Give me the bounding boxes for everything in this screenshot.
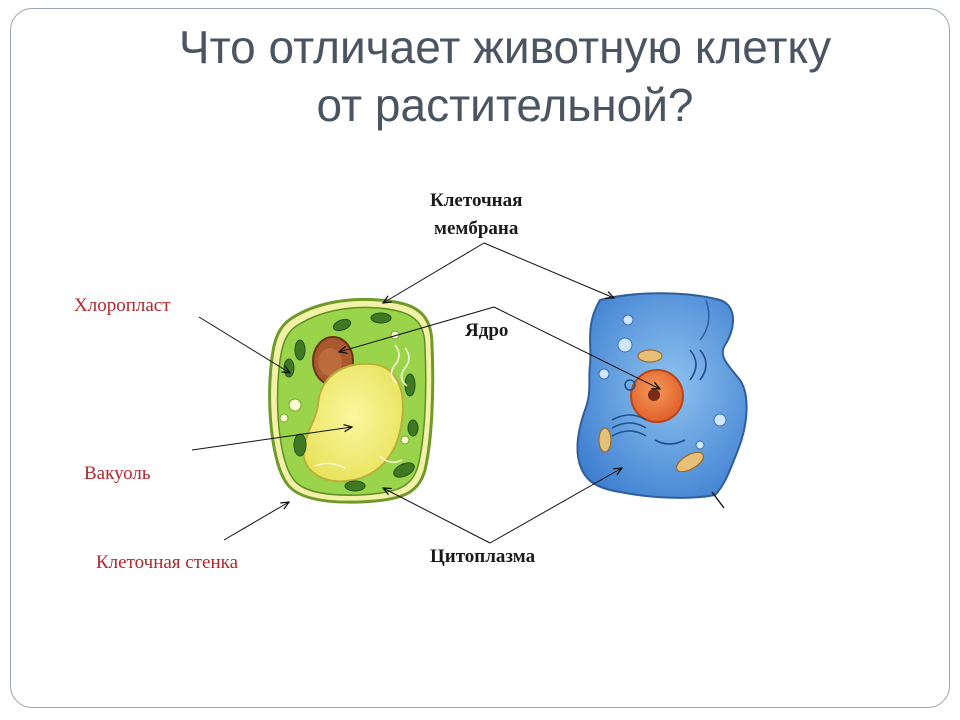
- label-vacuole: Вакуоль: [84, 463, 151, 484]
- title-line-1: Что отличает животную клетку: [178, 21, 832, 73]
- label-nucleus: Ядро: [465, 320, 509, 341]
- plant-cell: [268, 297, 435, 504]
- animal-cell: [576, 292, 748, 509]
- label-membrane-line-2: мембрана: [434, 218, 519, 239]
- pointer-lines: [191, 242, 660, 544]
- title-line-2: от растительной?: [316, 79, 694, 131]
- label-membrane-line-1: Клеточная: [430, 190, 523, 211]
- slide-title: Что отличает животную клетку от растител…: [90, 18, 920, 134]
- label-chloroplast: Хлоропласт: [74, 295, 171, 316]
- plant-chloroplasts: [283, 312, 419, 492]
- animal-nucleolus: [648, 389, 660, 401]
- label-cell-wall: Клеточная стенка: [96, 552, 239, 573]
- slide-frame: [10, 8, 950, 708]
- label-cytoplasm: Цитоплазма: [430, 546, 536, 567]
